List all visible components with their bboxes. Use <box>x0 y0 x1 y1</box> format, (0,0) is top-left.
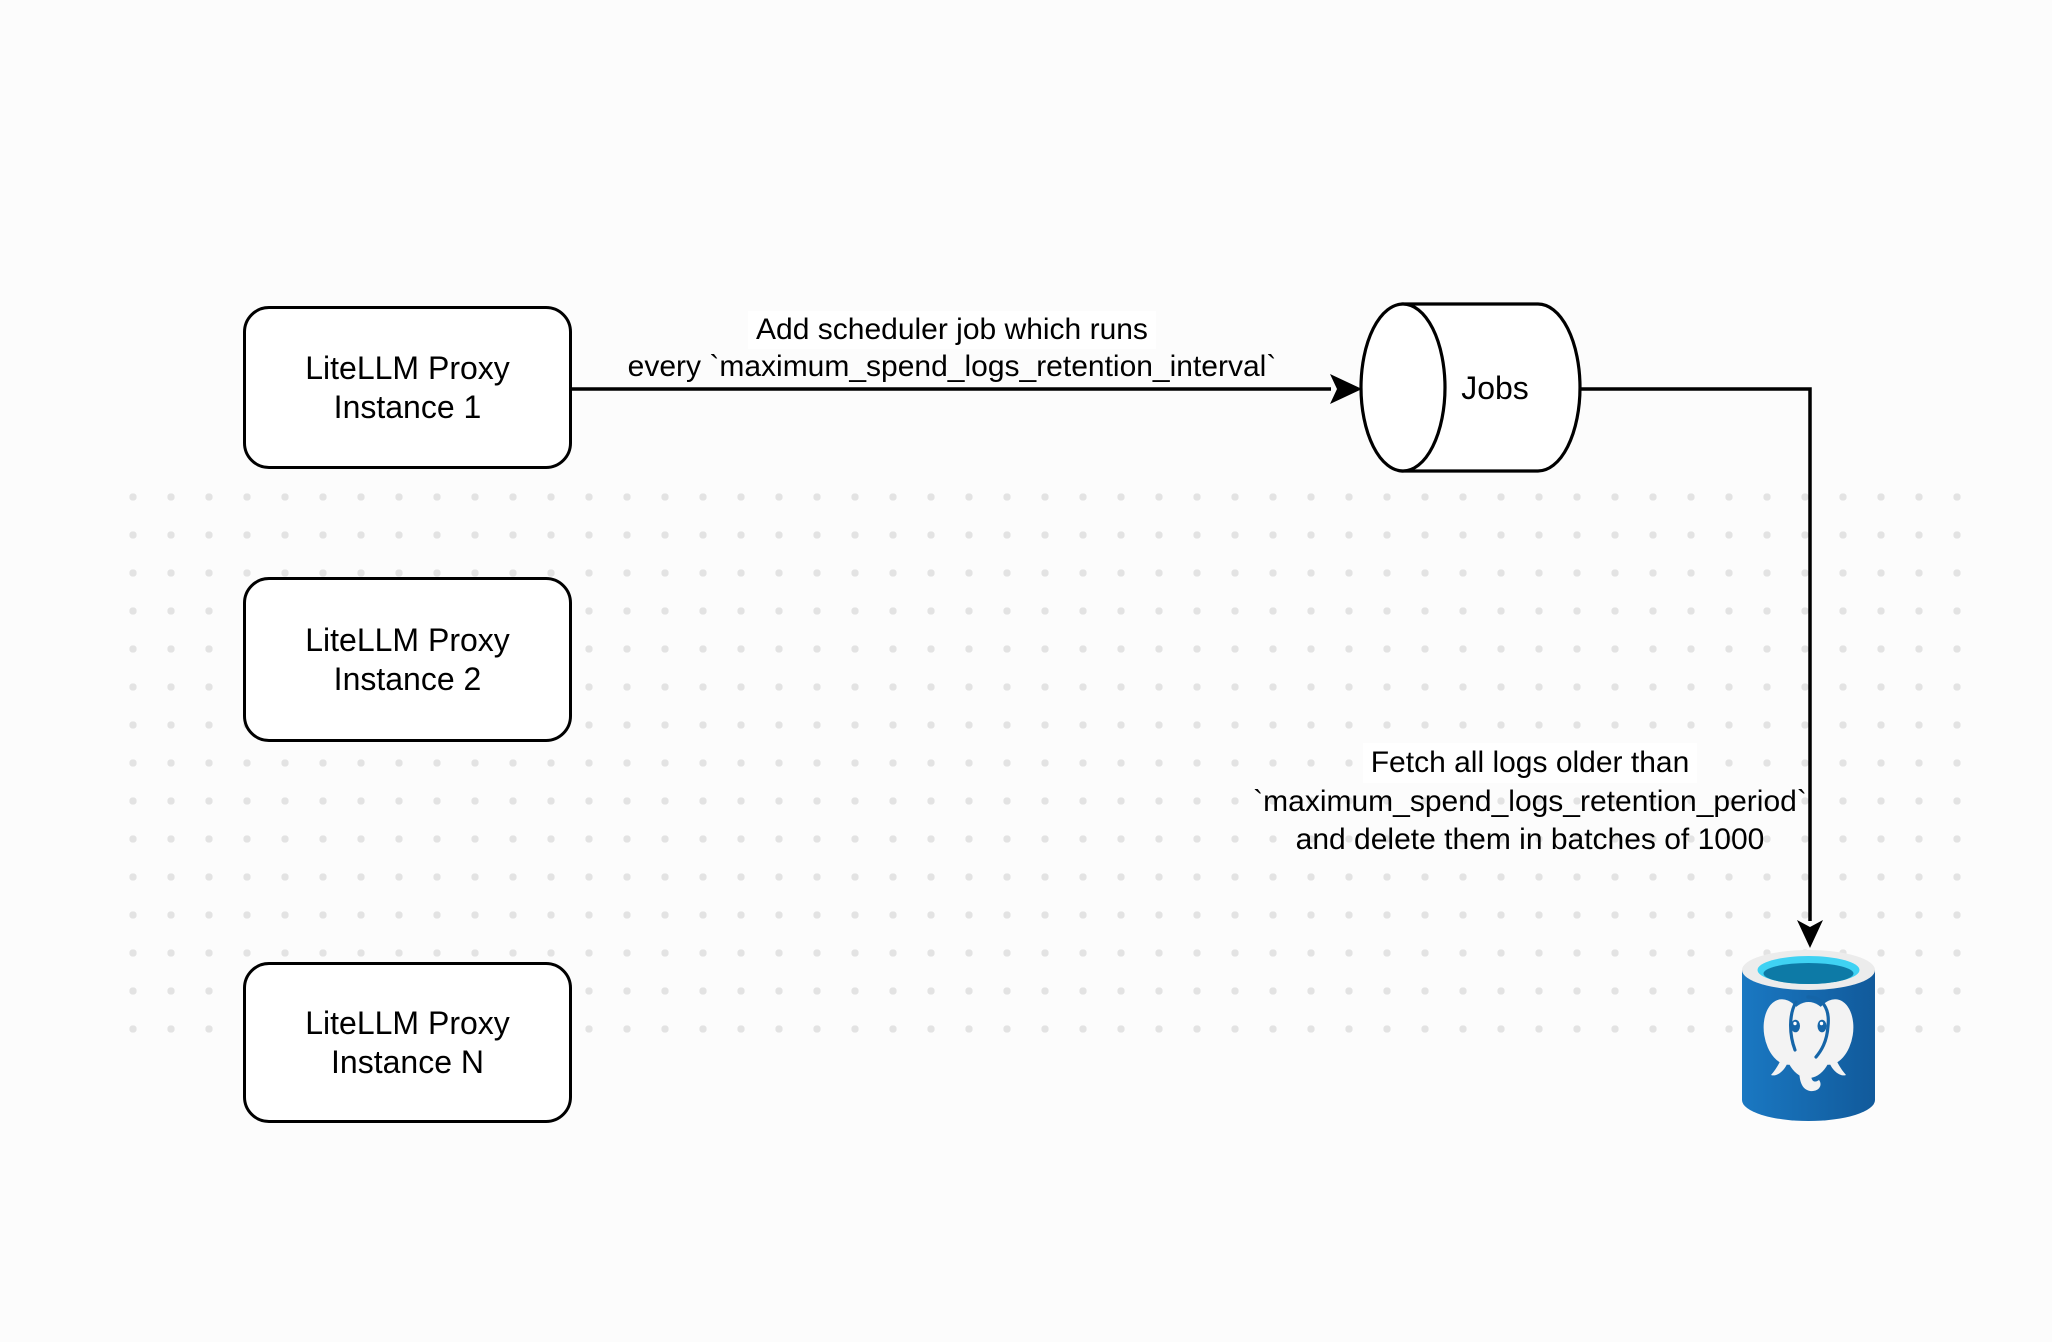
postgres-elephant-detail-lines <box>1789 995 1830 1059</box>
postgres-elephant-eye-highlights <box>1793 1021 1824 1026</box>
edge-label-scheduler-job: Add scheduler job which runs every `maxi… <box>602 311 1302 385</box>
postgres-water-dark <box>1763 963 1854 984</box>
jobs-cylinder-label: Jobs <box>1461 369 1529 406</box>
jobs-cylinder-face <box>1359 302 1447 473</box>
postgresql-database-icon <box>1742 950 1875 1121</box>
jobs-cylinder-shape <box>1359 302 1582 473</box>
edge-label-fetch-line2: `maximum_spend_logs_retention_period` <box>1253 785 1807 818</box>
edge-label-fetch-delete: Fetch all logs older than `maximum_spend… <box>1230 743 1830 859</box>
jobs-cylinder-body <box>1401 302 1582 473</box>
node-litellm-proxy-instance-2: LiteLLM Proxy Instance 2 <box>243 577 572 742</box>
edge-label-fetch-line1: Fetch all logs older than <box>1362 743 1698 783</box>
arrowhead-into-jobs <box>1330 374 1362 404</box>
arrowhead-into-postgres <box>1797 920 1823 948</box>
edge-label-scheduler-line2: every `maximum_spend_logs_retention_inte… <box>627 350 1277 383</box>
node-litellm-proxy-instance-1: LiteLLM Proxy Instance 1 <box>243 306 572 469</box>
postgres-elephant-eyes <box>1791 1019 1827 1033</box>
node-litellm-proxy-instance-n: LiteLLM Proxy Instance N <box>243 962 572 1123</box>
edge-label-fetch-line3: and delete them in batches of 1000 <box>1295 823 1765 856</box>
edge-label-scheduler-line1: Add scheduler job which runs <box>748 311 1156 349</box>
edge-jobs-to-postgres <box>1580 387 1812 921</box>
